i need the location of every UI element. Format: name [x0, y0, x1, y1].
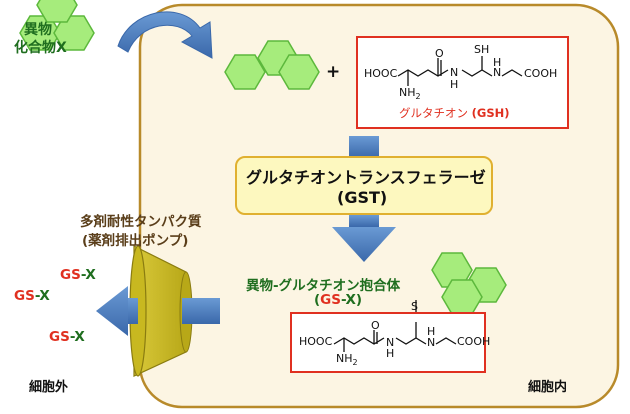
conj-n1: N: [386, 336, 395, 349]
gst-box: [235, 156, 493, 215]
gsh-nh2: NH2: [399, 86, 421, 102]
pump-label-line2: (薬剤排出ポンプ): [82, 233, 189, 249]
region-inside-label: 細胞内: [528, 380, 568, 395]
gsh-structure: [397, 56, 523, 86]
gsh-n1: N: [450, 66, 459, 79]
conj-hooc: HOOC: [299, 335, 333, 348]
plus-sign: +: [326, 62, 341, 82]
gst-name: グルタチオントランスフェラーゼ: [246, 168, 486, 187]
gsh-sh: SH: [474, 43, 490, 56]
compound-x-label-line2: 化合物X: [14, 40, 67, 56]
gsh-o: O: [435, 47, 444, 60]
conj-h1: H: [386, 347, 395, 360]
efflux-pump: [129, 245, 193, 377]
outside-product-3: GS-X: [49, 329, 85, 345]
uptake-arrow: [117, 11, 213, 59]
gsh-h2: H: [493, 56, 502, 69]
conjugate-abbr: (GS-X): [314, 292, 363, 308]
region-outside-label: 細胞外: [29, 380, 69, 395]
conjugate-structure: [333, 300, 457, 352]
gst-arrow: [332, 136, 396, 262]
compound-x-label-line1: 異物: [24, 22, 52, 38]
conj-s: S: [411, 300, 418, 313]
conj-h2: H: [427, 325, 436, 338]
pump-label-line1: 多剤耐性タンパク質: [80, 214, 202, 230]
gsh-n2: N: [493, 66, 502, 79]
conj-o: O: [371, 319, 380, 332]
gsh-hooc: HOOC: [364, 67, 398, 80]
compound-x-inside-icon: [224, 40, 320, 90]
outside-product-1: GS-X: [60, 267, 96, 283]
conj-cooh: COOH: [457, 335, 491, 348]
efflux-arrow: [96, 286, 220, 336]
gsh-caption: グルタチオン (GSH): [399, 106, 510, 120]
gsh-h1: H: [450, 78, 459, 91]
conj-n2: N: [427, 336, 436, 349]
compound-x-icon: [19, 0, 95, 51]
gsh-cooh: COOH: [524, 67, 558, 80]
conj-nh2: NH2: [336, 352, 358, 368]
gst-abbr: (GST): [337, 188, 388, 207]
outside-product-2: GS-X: [14, 288, 50, 304]
gsh-box: [356, 36, 569, 129]
conjugate-label: 異物-グルタチオン抱合体: [246, 278, 401, 294]
